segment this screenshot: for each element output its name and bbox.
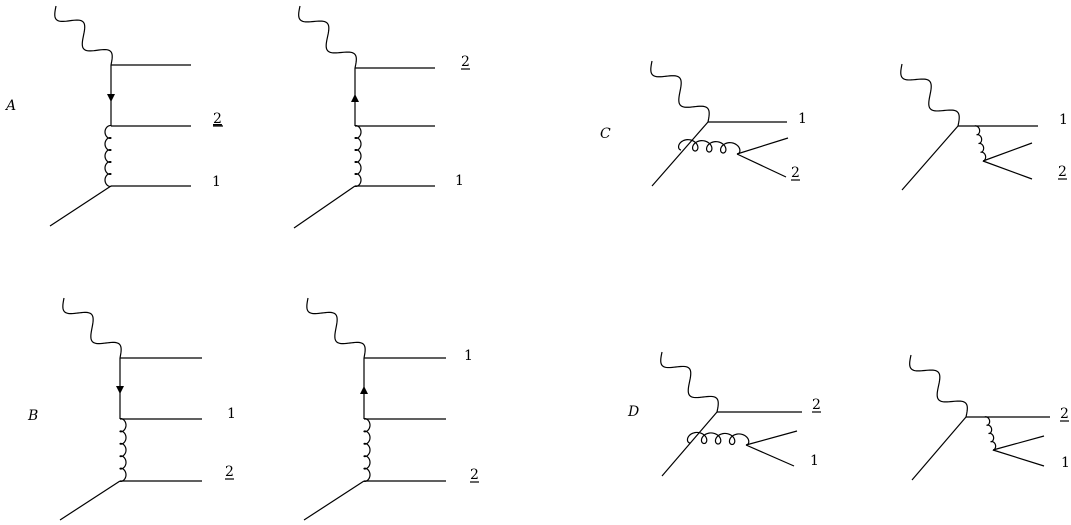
incoming-parton-line [911,416,967,481]
group-label-a: A [4,98,16,114]
gluon-line [974,125,987,162]
incoming-parton-line [59,480,121,521]
group-label-b: B [27,408,38,424]
photon-line [306,297,366,359]
incoming-parton-line [293,185,356,229]
diagram-a1: 2 1 [49,5,223,227]
diagram-a2: 2 1 [293,5,470,229]
particle-label-1: 1 [798,111,807,127]
group-label-d: D [627,404,639,420]
particle-label-2: 2 [225,464,234,480]
arrow-up-icon [360,386,368,394]
particle-label-1: 1 [227,406,236,422]
particle-label-2: 2 [470,467,479,483]
particle-label-2: 2 [791,165,800,181]
particle-label-1: 1 [455,173,464,189]
incoming-parton-line [303,480,365,521]
particle-label-1: 1 [212,174,221,190]
gluon-line [119,418,127,482]
photon-line [900,63,960,127]
particle-label-1: 1 [810,453,819,469]
split-line-upper [992,435,1045,451]
split-line-upper [745,430,798,446]
arrow-down-icon [107,94,115,102]
group-label-c: C [600,126,611,142]
diagram-c2: 1 2 [900,63,1068,191]
incoming-parton-line [661,411,718,477]
split-line-upper [736,137,789,155]
diagram-b2: 1 2 [303,297,479,521]
particle-label-2: 2 [213,111,222,127]
split-line-upper [982,142,1033,162]
arrow-up-icon [351,94,359,102]
incoming-parton-line [901,125,959,191]
incoming-parton-line [651,121,709,187]
particle-label-2: 2 [461,54,470,70]
split-line-1 [745,444,795,467]
gluon-line [677,139,741,155]
gluon-line [363,418,371,482]
incoming-parton-line [49,185,112,227]
diagram-c1: 1 2 [650,60,807,187]
split-line-2 [736,153,787,178]
photon-line [54,5,113,66]
gluon-line [686,431,750,446]
gluon-line [984,416,997,451]
particle-label-1: 1 [1059,112,1068,128]
particle-label-2: 2 [1060,406,1069,422]
split-line-2 [982,160,1033,180]
photon-line [909,354,968,418]
gluon-line [354,124,362,188]
photon-line [650,60,710,123]
gluon-line [104,124,112,188]
particle-label-2: 2 [812,397,821,413]
photon-line [62,297,122,359]
diagram-b1: 1 2 [59,297,236,521]
photon-line [660,351,719,413]
diagram-d1: 2 1 [660,351,821,477]
particle-label-1: 1 [1061,455,1070,471]
photon-line [298,5,357,69]
arrow-down-icon [116,386,124,394]
particle-label-2: 2 [1058,164,1067,180]
split-line-1 [992,449,1045,467]
diagram-d2: 2 1 [909,354,1070,481]
particle-label-1: 1 [464,348,473,364]
